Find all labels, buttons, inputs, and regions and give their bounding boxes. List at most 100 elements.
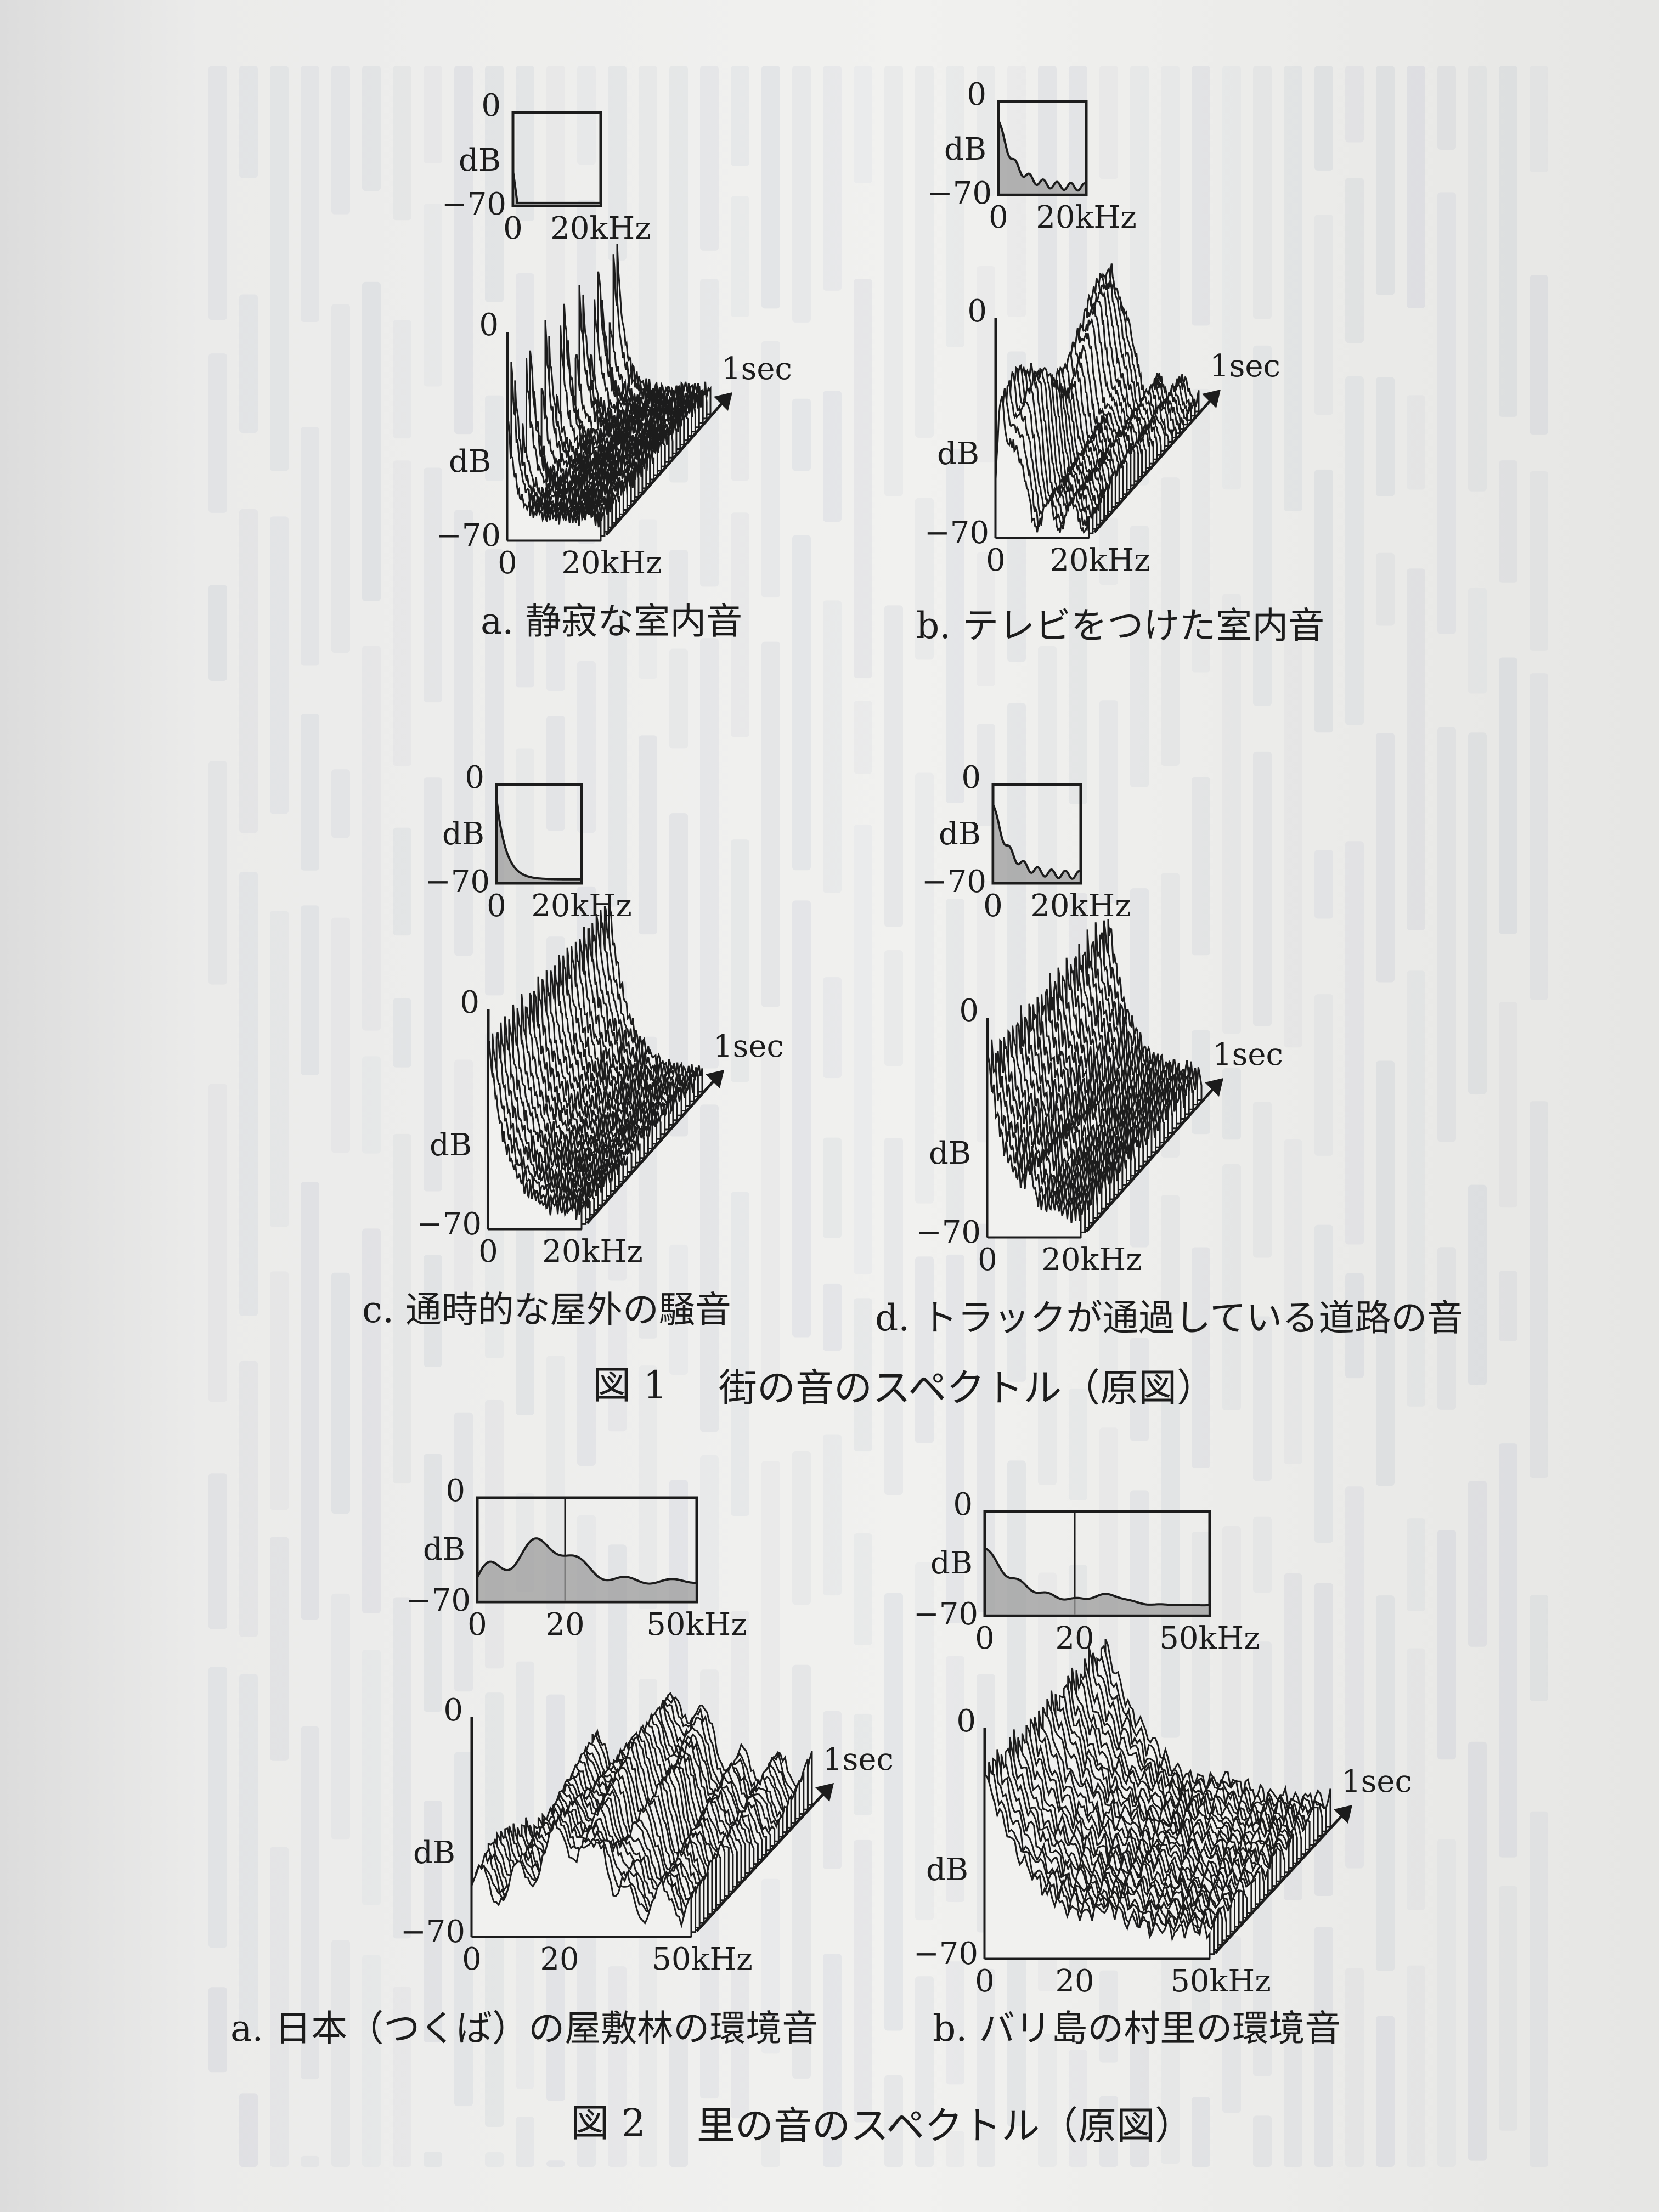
bleed-segment <box>1007 703 1026 1072</box>
bleed-segment <box>884 605 903 927</box>
bleed-segment <box>331 769 350 838</box>
bleed-segment <box>1069 1238 1087 1306</box>
bleed-segment <box>946 1656 964 1903</box>
bleed-segment <box>1284 1139 1302 1464</box>
panel-caption-2a: a. 日本（つくば）の屋敷林の環境音 <box>230 2007 819 2050</box>
bleed-segment <box>700 1104 719 1432</box>
time-axis-arrow <box>605 397 728 536</box>
bleed-segment <box>1345 841 1364 1245</box>
bleed-segment <box>1253 751 1272 1026</box>
time-arrow-head <box>815 1783 834 1802</box>
waterfall-x-mid-label: 20 <box>1055 1963 1094 1999</box>
bleed-segment <box>1130 525 1149 787</box>
bleed-segment <box>424 1454 442 1712</box>
bleed-segment <box>393 66 411 221</box>
inset-y-axis-label: dB <box>459 142 501 178</box>
bleed-segment <box>823 1711 842 1869</box>
bleed-segment <box>854 1533 872 1645</box>
bleed-segment <box>1007 1460 1026 1815</box>
bleed-segment <box>393 1987 411 2167</box>
inset-y-top-label: 0 <box>481 88 501 123</box>
bleed-segment <box>1192 2097 1210 2167</box>
inset-y-bottom-label: −70 <box>425 864 490 900</box>
bleed-segment <box>1530 66 1548 172</box>
bleed-segment <box>1468 588 1487 694</box>
bleed-segment <box>393 320 411 439</box>
bleed-segment <box>1376 66 1395 295</box>
waterfall-x-right-label: 20kHz <box>542 1234 643 1269</box>
bleed-segment <box>884 66 903 496</box>
bleed-segment <box>700 66 719 251</box>
bleed-segment <box>1314 994 1333 1156</box>
bleed-segment <box>669 2023 688 2167</box>
bleed-segment <box>516 66 534 221</box>
waterfall-trace <box>986 1054 1082 1238</box>
bleed-segment <box>1407 568 1425 930</box>
bleed-segment <box>1161 1194 1180 1315</box>
inset-spectrum-plot <box>983 1510 1211 1617</box>
bleed-segment <box>424 467 442 703</box>
bleed-segment <box>915 66 934 438</box>
bleed-segment <box>639 1937 657 2167</box>
bleed-segment <box>454 1752 473 2107</box>
bleed-segment <box>362 1955 381 2167</box>
bleed-segment <box>362 646 381 1031</box>
bleed-segment <box>608 1311 627 1432</box>
bleed-segment <box>823 391 842 522</box>
bleed-segment <box>823 1954 842 2167</box>
bleed-segment <box>1499 460 1517 583</box>
bleed-segment <box>792 66 811 323</box>
bleed-segment <box>239 509 258 833</box>
panel-caption-1a: a. 静寂な室内音 <box>481 600 743 642</box>
bleed-segment <box>331 1272 350 1514</box>
bleed-segment <box>301 1726 319 2080</box>
inset-x-right-label: 20kHz <box>531 888 632 924</box>
bleed-segment <box>546 716 565 831</box>
waterfall-x-left-label: 0 <box>975 1963 995 1999</box>
bleed-segment <box>1407 395 1425 490</box>
bleed-segment <box>208 761 227 985</box>
inset-x-left-label: 0 <box>975 1621 995 1656</box>
bleed-segment <box>270 1847 289 2167</box>
bleed-segment <box>362 1056 381 1154</box>
bleed-segment <box>1314 850 1333 919</box>
bleed-segment <box>854 1713 872 1815</box>
bleed-segment <box>301 426 319 666</box>
bleed-segment <box>1314 1927 1333 2167</box>
bleed-segment <box>761 1461 780 1818</box>
bleed-segment <box>239 294 258 433</box>
bleed-segment <box>301 714 319 871</box>
bleed-segment <box>1099 700 1118 903</box>
inset-y-axis-label: dB <box>423 1531 465 1567</box>
bleed-segment <box>884 1593 903 2031</box>
inset-y-axis-label: dB <box>944 131 986 167</box>
inset-spectrum-area <box>512 170 602 207</box>
bleed-segment <box>1099 66 1118 179</box>
inset-y-bottom-label: −70 <box>927 176 992 211</box>
waterfall-y-axis-label: dB <box>937 436 979 472</box>
bleed-segment <box>977 1223 995 1612</box>
bleed-segment <box>1314 215 1333 415</box>
bleed-segment <box>1192 388 1210 673</box>
inset-spectrum-area <box>997 120 1087 196</box>
bleed-segment <box>270 66 289 471</box>
bleed-segment <box>270 911 289 1228</box>
waterfall-x-mid-label: 20 <box>540 1942 579 1977</box>
panel-caption-1c: c. 通時的な屋外の騒音 <box>362 1289 731 1331</box>
inset-spectrum-area <box>476 1537 698 1603</box>
bleed-segment <box>915 772 934 1204</box>
bleed-segment <box>854 825 872 1274</box>
bleed-segment <box>1253 1102 1272 1258</box>
bleed-segment <box>1099 517 1118 585</box>
waterfall-y-bottom-label: −70 <box>416 1206 482 1242</box>
bleed-segment <box>208 1667 227 1948</box>
inset-x-left-label: 0 <box>503 211 523 246</box>
waterfall-y-top-label: 0 <box>460 985 479 1020</box>
bleed-segment <box>1407 970 1425 1407</box>
bleed-segment <box>454 510 473 956</box>
bleed-segment <box>546 2160 565 2167</box>
waterfall-y-bottom-label: −70 <box>400 1914 465 1950</box>
bleed-segment <box>1253 1516 1272 1593</box>
bleed-segment <box>761 2120 780 2167</box>
